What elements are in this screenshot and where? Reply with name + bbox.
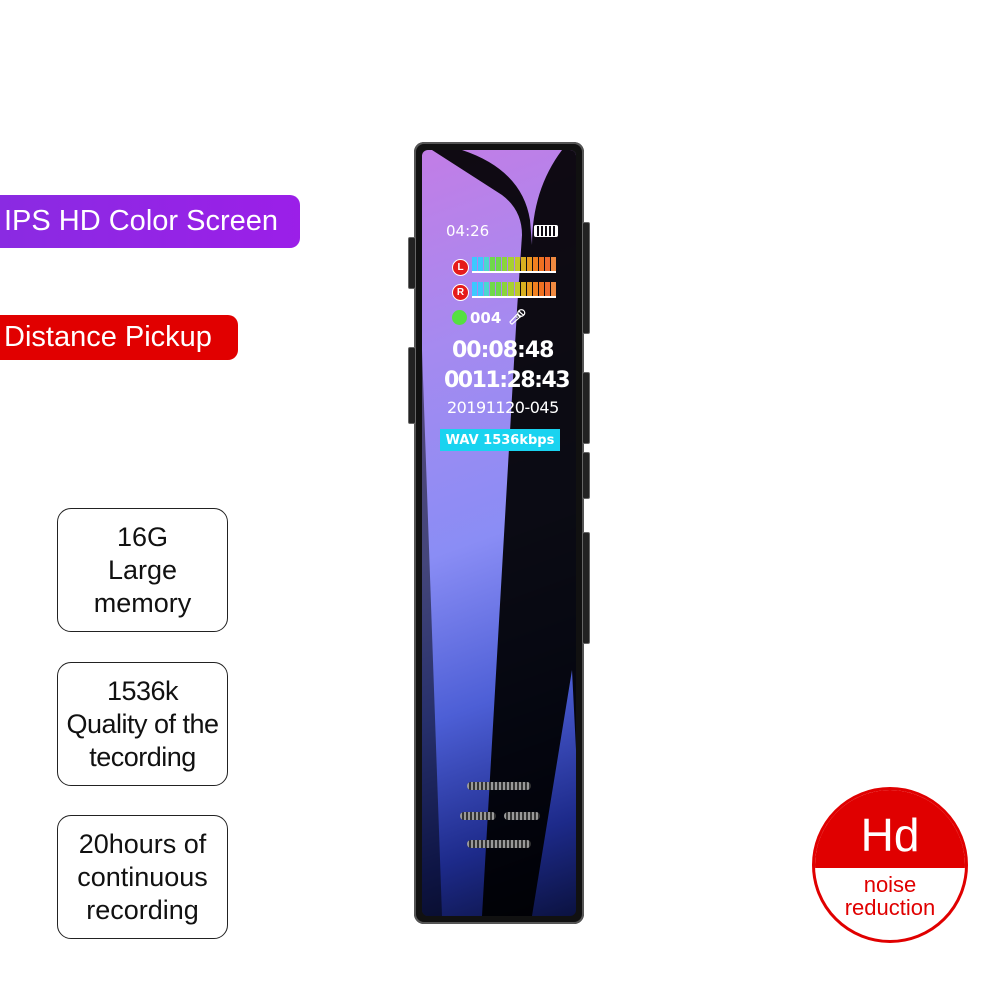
box-line: Large: [107, 554, 178, 585]
channel-label: L: [457, 262, 464, 273]
meter-bar: [544, 282, 551, 296]
meter-bar: [538, 282, 544, 296]
badge-line: reduction: [844, 894, 936, 920]
feature-tag-label: IPS HD Color Screen: [4, 205, 278, 237]
meter-bar: [520, 257, 526, 271]
feature-box-battery: 20hours of continuous recording: [57, 815, 228, 939]
meter-bar: [532, 282, 538, 296]
meter-bar: [490, 282, 496, 296]
meter-bar: [514, 282, 520, 296]
meter-bar: [484, 257, 490, 271]
file-number: 004: [470, 309, 502, 327]
meter-bar: [472, 257, 478, 271]
meter-bar: [514, 257, 520, 271]
file-name: 20191120-045: [447, 398, 559, 417]
meter-bar: [490, 257, 496, 271]
meter-bar: [526, 282, 532, 296]
side-button: [408, 237, 416, 289]
side-button: [408, 347, 416, 424]
meter-bar: [472, 282, 478, 296]
left-channel-icon: L: [452, 259, 469, 276]
recording-status-dot-icon: [452, 310, 467, 325]
voice-recorder-device: 04:26 L R 004 🎤︎ 00:08:48 0011:28:43 201…: [408, 142, 590, 924]
speaker-grill: [504, 812, 540, 820]
right-level-meter: [472, 278, 557, 298]
side-button: [582, 222, 590, 334]
feature-tag-label: Distance Pickup: [4, 321, 212, 353]
speaker-grill: [467, 840, 531, 848]
battery-full-icon: [534, 225, 558, 237]
badge-title: Hd: [815, 790, 965, 868]
speaker-grill: [460, 812, 496, 820]
meter-bar: [496, 282, 502, 296]
meter-bar: [538, 257, 544, 271]
badge-line: noise: [863, 871, 917, 897]
box-line: Quality of the: [66, 708, 219, 739]
remaining-time: 0011:28:43: [444, 368, 571, 393]
meter-bar: [478, 282, 484, 296]
box-line: 20hours of: [78, 828, 207, 859]
box-line: 16G: [116, 521, 169, 552]
box-line: tecording: [89, 741, 196, 772]
left-level-meter: [472, 253, 557, 273]
meter-bar: [508, 282, 514, 296]
format-badge: WAV 1536kbps: [440, 429, 560, 451]
meter-bar: [520, 282, 526, 296]
right-channel-icon: R: [452, 284, 469, 301]
feature-tag-ips-screen: IPS HD Color Screen: [0, 195, 300, 248]
feature-box-memory: 16G Large memory: [57, 508, 228, 632]
meter-bar: [508, 257, 514, 271]
box-line: 1536k: [106, 675, 179, 706]
screen-reflection: [422, 150, 576, 916]
meter-bar: [526, 257, 532, 271]
clock-display: 04:26: [446, 222, 490, 240]
meter-bar: [478, 257, 484, 271]
hd-noise-reduction-badge: Hd noise reduction: [812, 787, 968, 943]
microphone-icon: 🎤︎: [508, 308, 528, 326]
meter-bar: [551, 257, 557, 271]
side-button: [582, 372, 590, 444]
channel-label: R: [456, 287, 465, 298]
box-line: recording: [86, 894, 199, 925]
feature-tag-distance-pickup: Distance Pickup: [0, 315, 238, 360]
meter-bar: [532, 257, 538, 271]
device-screen: 04:26 L R 004 🎤︎ 00:08:48 0011:28:43 201…: [422, 150, 576, 916]
meter-bar: [484, 282, 490, 296]
meter-bar: [502, 282, 508, 296]
side-button: [582, 452, 590, 499]
speaker-grill: [467, 782, 531, 790]
box-line: continuous: [77, 861, 208, 892]
feature-box-quality: 1536k Quality of the tecording: [57, 662, 228, 786]
meter-bar: [551, 282, 557, 296]
meter-bar: [544, 257, 551, 271]
meter-bar: [502, 257, 508, 271]
box-line: memory: [93, 587, 192, 618]
meter-bar: [496, 257, 502, 271]
side-button: [582, 532, 590, 644]
elapsed-time: 00:08:48: [452, 338, 554, 363]
badge-subtitle: noise reduction: [815, 873, 965, 919]
